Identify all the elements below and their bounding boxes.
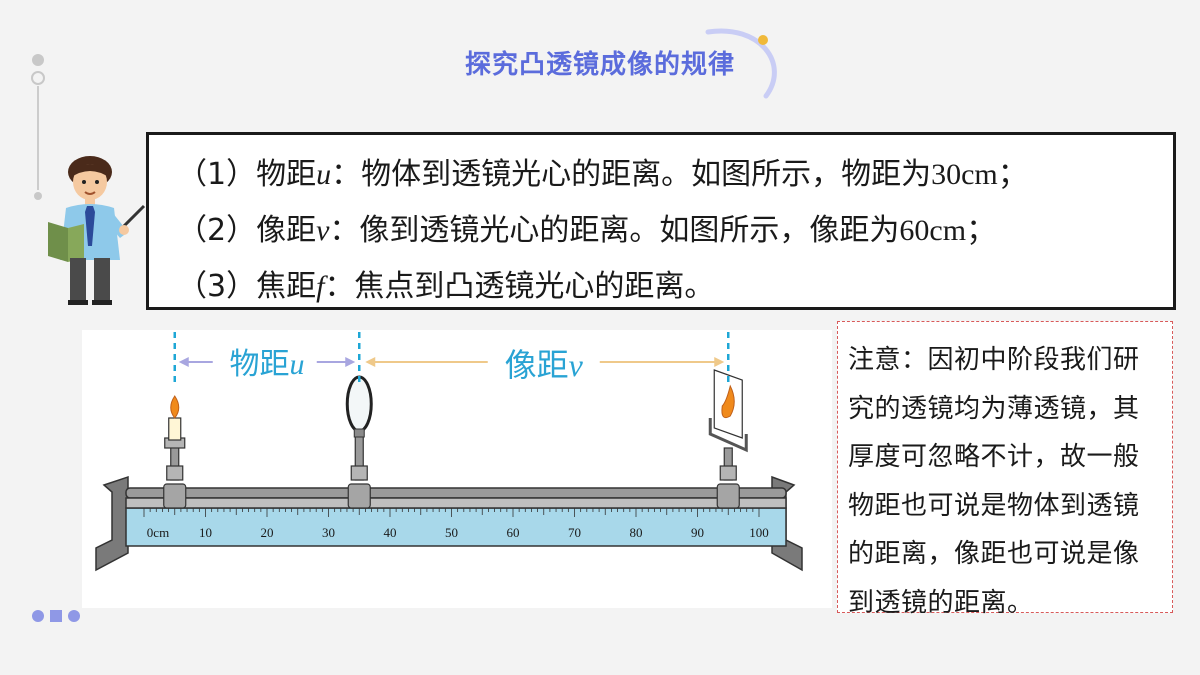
image-label-bg bbox=[487, 344, 600, 382]
definition-label: （3）焦距 bbox=[177, 269, 317, 304]
holder-clamp bbox=[719, 465, 737, 481]
ruler-tick-label: 40 bbox=[384, 525, 397, 540]
holder-slider bbox=[347, 483, 371, 509]
bench-rail-top bbox=[125, 487, 787, 499]
lens-mount bbox=[353, 428, 365, 438]
definition-variable: v bbox=[316, 214, 330, 247]
holder-slider bbox=[716, 483, 740, 509]
ruler-ticks bbox=[143, 508, 760, 517]
ruler-tick-label: 30 bbox=[322, 525, 335, 540]
screen-bracket bbox=[708, 418, 748, 453]
ruler-tick-label: 50 bbox=[445, 525, 458, 540]
ruler-tick-label: 90 bbox=[691, 525, 704, 540]
holder-clamp bbox=[350, 465, 368, 481]
left-rail-decoration bbox=[31, 54, 45, 200]
optical-bench-diagram: 0cm 10 20 30 40 50 60 70 80 90 100 物距u 像距v bbox=[82, 330, 832, 608]
convex-lens bbox=[345, 375, 373, 433]
optical-bench-svg: 0cm 10 20 30 40 50 60 70 80 90 100 物距u 像距v bbox=[95, 332, 803, 572]
definitions-box: （1）物距u：物体到透镜光心的距离。如图所示，物距为30cm； （2）像距v：像… bbox=[146, 132, 1176, 310]
definition-text: ：物体到透镜光心的距离。如图所示，物距为 bbox=[331, 157, 932, 192]
definition-focal-length: （3）焦距f：焦点到凸透镜光心的距离。 bbox=[177, 259, 1173, 315]
measurement-annotations: 物距u 像距v bbox=[173, 332, 730, 384]
definition-variable: u bbox=[316, 158, 332, 191]
ruler-tick-label: 20 bbox=[261, 525, 274, 540]
ruler-tick-label: 100 bbox=[749, 525, 769, 540]
inverted-image bbox=[721, 384, 735, 419]
ruler-tick-label: 60 bbox=[507, 525, 520, 540]
image-arrow-head-left bbox=[365, 357, 376, 367]
ruler-tick-labels: 0cm 10 20 30 40 50 60 70 80 90 100 bbox=[147, 525, 769, 540]
teacher-illustration bbox=[48, 156, 146, 305]
decorative-arc bbox=[705, 28, 777, 99]
holder-slider bbox=[163, 483, 187, 509]
candle bbox=[168, 417, 182, 441]
definition-object-distance: （1）物距u：物体到透镜光心的距离。如图所示，物距为30cm； bbox=[177, 147, 1173, 203]
ruler-tick-label: 80 bbox=[630, 525, 643, 540]
image-distance-label: 像距v bbox=[505, 346, 584, 384]
definition-end: ； bbox=[997, 157, 1028, 192]
object-arrow-head-left bbox=[178, 357, 189, 367]
definition-end: ； bbox=[966, 213, 997, 248]
slide-title: 探究凸透镜成像的规律 bbox=[464, 50, 735, 80]
ruler-tick-label: 0cm bbox=[147, 525, 169, 540]
definition-text: ：焦点到凸透镜光心的距离。 bbox=[324, 269, 715, 304]
image-arrow-head-right bbox=[714, 357, 725, 367]
definition-text: ：像到透镜光心的距离。如图所示，像距为 bbox=[329, 213, 900, 248]
definition-label: （2）像距 bbox=[177, 213, 317, 248]
bench-rail-bottom bbox=[125, 497, 787, 509]
note-box: 注意：因初中阶段我们研究的透镜均为薄透镜，其厚度可忽略不计，故一般物距也可说是物… bbox=[837, 321, 1173, 618]
ruler-tick-label: 10 bbox=[199, 525, 212, 540]
definition-label: （1）物距 bbox=[177, 157, 317, 192]
bottom-dots-decoration bbox=[32, 610, 80, 622]
object-label-bg bbox=[212, 344, 317, 382]
definition-value: 30cm bbox=[931, 158, 998, 191]
candle-flame bbox=[170, 395, 180, 419]
object-distance-label: 物距u bbox=[230, 347, 305, 382]
ruler-tick-label: 70 bbox=[568, 525, 581, 540]
holder-clamp bbox=[166, 465, 184, 481]
bench-left-end bbox=[95, 475, 129, 572]
definition-value: 60cm bbox=[899, 214, 967, 247]
definition-image-distance: （2）像距v：像到透镜光心的距离。如图所示，像距为60cm； bbox=[177, 203, 1173, 259]
definition-variable: f bbox=[316, 270, 325, 303]
note-text: 注意：因初中阶段我们研究的透镜均为薄透镜，其厚度可忽略不计，故一般物距也可说是物… bbox=[848, 345, 1140, 618]
object-arrow-head-right bbox=[345, 357, 356, 367]
